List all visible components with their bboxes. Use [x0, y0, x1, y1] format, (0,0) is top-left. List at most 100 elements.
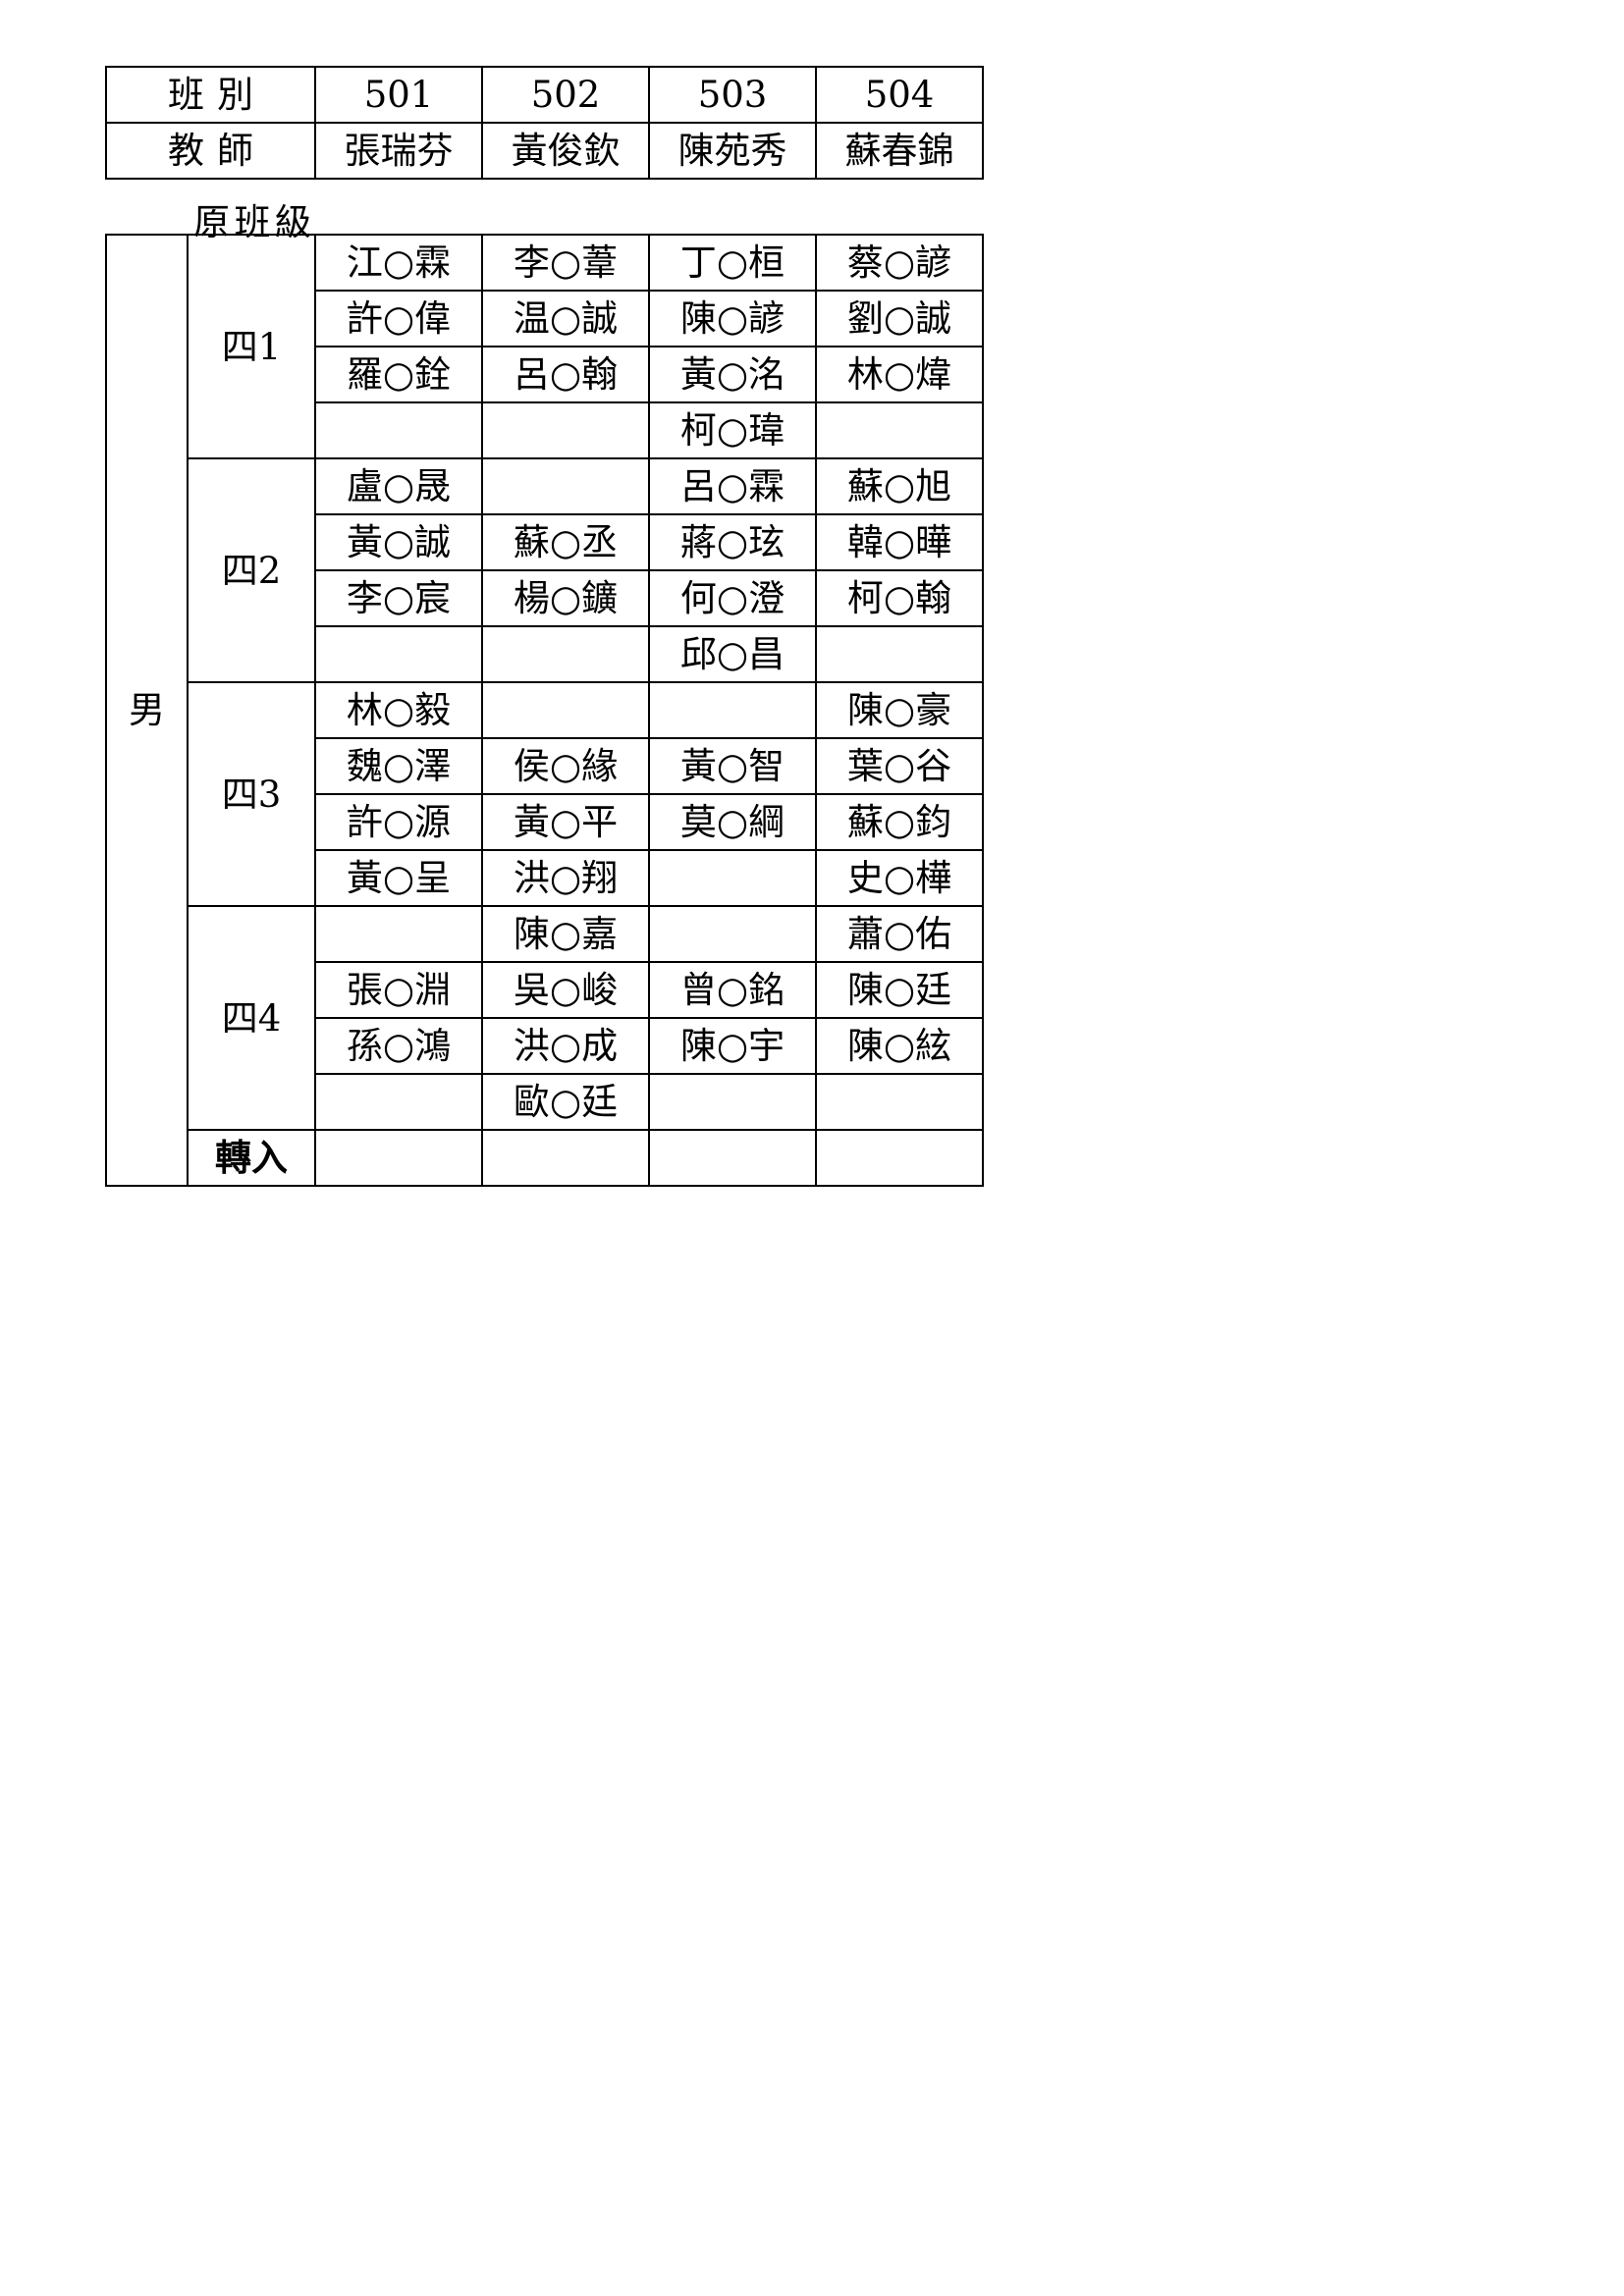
student-name: 吳○峻	[481, 961, 650, 1019]
transfer-in-label: 轉入	[187, 1129, 316, 1187]
student-name: 蕭○佑	[815, 905, 984, 963]
teacher-name: 蘇春錦	[815, 122, 984, 180]
student-name: 蔡○諺	[815, 234, 984, 292]
student-name: 盧○晟	[314, 457, 483, 515]
student-name: 黃○洺	[648, 346, 817, 403]
student-name: 葉○谷	[815, 737, 984, 795]
student-name: 柯○翰	[815, 569, 984, 627]
student-name	[648, 1129, 817, 1187]
student-name: 蘇○旭	[815, 457, 984, 515]
student-name: 李○葦	[481, 234, 650, 292]
student-name: 蘇○鈞	[815, 793, 984, 851]
student-name: 江○霖	[314, 234, 483, 292]
class-row-label: 班別	[105, 66, 316, 124]
student-name: 史○樺	[815, 849, 984, 907]
student-name: 黃○平	[481, 793, 650, 851]
student-name: 黃○誠	[314, 513, 483, 571]
table-row: 許○偉 温○誠 陳○諺 劉○誠	[106, 290, 984, 347]
student-name: 楊○鑛	[481, 569, 650, 627]
table-row: 轉入	[106, 1129, 984, 1187]
student-name	[481, 401, 650, 459]
roster-table: 男 四1 江○霖 李○葦 丁○桓 蔡○諺 許○偉 温○誠 陳○諺 劉○誠 羅○銓…	[105, 234, 984, 1187]
student-name: 温○誠	[481, 290, 650, 347]
group-label-4-2: 四2	[187, 457, 316, 683]
table-row: 魏○澤 侯○緣 黃○智 葉○谷	[106, 737, 984, 795]
table-row: 男 四1 江○霖 李○葦 丁○桓 蔡○諺	[105, 234, 984, 1187]
class-header-table: 班別 501 502 503 504 教師 張瑞芬 黃俊欽 陳苑秀 蘇春錦	[105, 66, 984, 180]
table-row: 黃○呈 洪○翔 史○樺	[106, 849, 984, 907]
student-name	[481, 457, 650, 515]
student-name: 羅○銓	[314, 346, 483, 403]
class-number: 504	[815, 66, 984, 124]
student-name: 李○宸	[314, 569, 483, 627]
student-name: 侯○緣	[481, 737, 650, 795]
student-name: 陳○諺	[648, 290, 817, 347]
group-label-4-1: 四1	[187, 234, 316, 459]
student-name	[815, 625, 984, 683]
student-name: 蘇○丞	[481, 513, 650, 571]
student-name: 陳○宇	[648, 1017, 817, 1075]
student-name: 許○偉	[314, 290, 483, 347]
student-name: 柯○瑋	[648, 401, 817, 459]
student-name	[314, 401, 483, 459]
table-row: 四2 盧○晟 呂○霖 蘇○旭	[106, 457, 984, 683]
table-row: 四3 林○毅 陳○豪	[106, 681, 984, 907]
student-name: 丁○桓	[648, 234, 817, 292]
table-row: 四4 陳○嘉 蕭○佑	[106, 905, 984, 1131]
student-name: 陳○豪	[815, 681, 984, 739]
group-label-4-4: 四4	[187, 905, 316, 1131]
class-row: 班別 501 502 503 504	[105, 66, 984, 124]
student-name	[314, 1129, 483, 1187]
teacher-name: 陳苑秀	[648, 122, 817, 180]
teacher-row: 教師 張瑞芬 黃俊欽 陳苑秀 蘇春錦	[105, 122, 984, 180]
student-name: 洪○成	[481, 1017, 650, 1075]
student-name: 曾○銘	[648, 961, 817, 1019]
student-name: 陳○廷	[815, 961, 984, 1019]
student-name: 莫○綱	[648, 793, 817, 851]
student-name: 洪○翔	[481, 849, 650, 907]
student-name: 邱○昌	[648, 625, 817, 683]
student-name: 林○毅	[314, 681, 483, 739]
student-name	[648, 905, 817, 963]
student-name: 歐○廷	[481, 1073, 650, 1131]
table-row: 黃○誠 蘇○丞 蔣○玹 韓○曄	[106, 513, 984, 571]
student-name: 魏○澤	[314, 737, 483, 795]
group-label-4-3: 四3	[187, 681, 316, 907]
student-name: 陳○絃	[815, 1017, 984, 1075]
student-name: 劉○誠	[815, 290, 984, 347]
class-number: 501	[314, 66, 483, 124]
table-row: 邱○昌	[106, 625, 984, 683]
student-name	[481, 1129, 650, 1187]
student-name	[648, 681, 817, 739]
student-name: 黃○呈	[314, 849, 483, 907]
class-number: 502	[481, 66, 650, 124]
student-name: 呂○翰	[481, 346, 650, 403]
student-name	[314, 625, 483, 683]
student-name	[815, 1129, 984, 1187]
student-name	[314, 1073, 483, 1131]
student-name	[648, 1073, 817, 1131]
student-name: 蔣○玹	[648, 513, 817, 571]
student-name	[481, 625, 650, 683]
gender-label: 男	[105, 234, 189, 1187]
student-name	[481, 681, 650, 739]
student-name: 陳○嘉	[481, 905, 650, 963]
student-name: 許○源	[314, 793, 483, 851]
student-name: 何○澄	[648, 569, 817, 627]
table-row: 張○淵 吳○峻 曾○銘 陳○廷	[106, 961, 984, 1019]
student-name: 孫○鴻	[314, 1017, 483, 1075]
student-name: 韓○曄	[815, 513, 984, 571]
teacher-row-label: 教師	[105, 122, 316, 180]
student-name: 張○淵	[314, 961, 483, 1019]
teacher-name: 黃俊欽	[481, 122, 650, 180]
student-name: 林○煒	[815, 346, 984, 403]
student-name	[648, 849, 817, 907]
teacher-name: 張瑞芬	[314, 122, 483, 180]
class-number: 503	[648, 66, 817, 124]
table-row: 羅○銓 呂○翰 黃○洺 林○煒	[106, 346, 984, 403]
table-row: 歐○廷	[106, 1073, 984, 1131]
student-name	[815, 1073, 984, 1131]
table-row: 李○宸 楊○鑛 何○澄 柯○翰	[106, 569, 984, 627]
table-row: 許○源 黃○平 莫○綱 蘇○鈞	[106, 793, 984, 851]
